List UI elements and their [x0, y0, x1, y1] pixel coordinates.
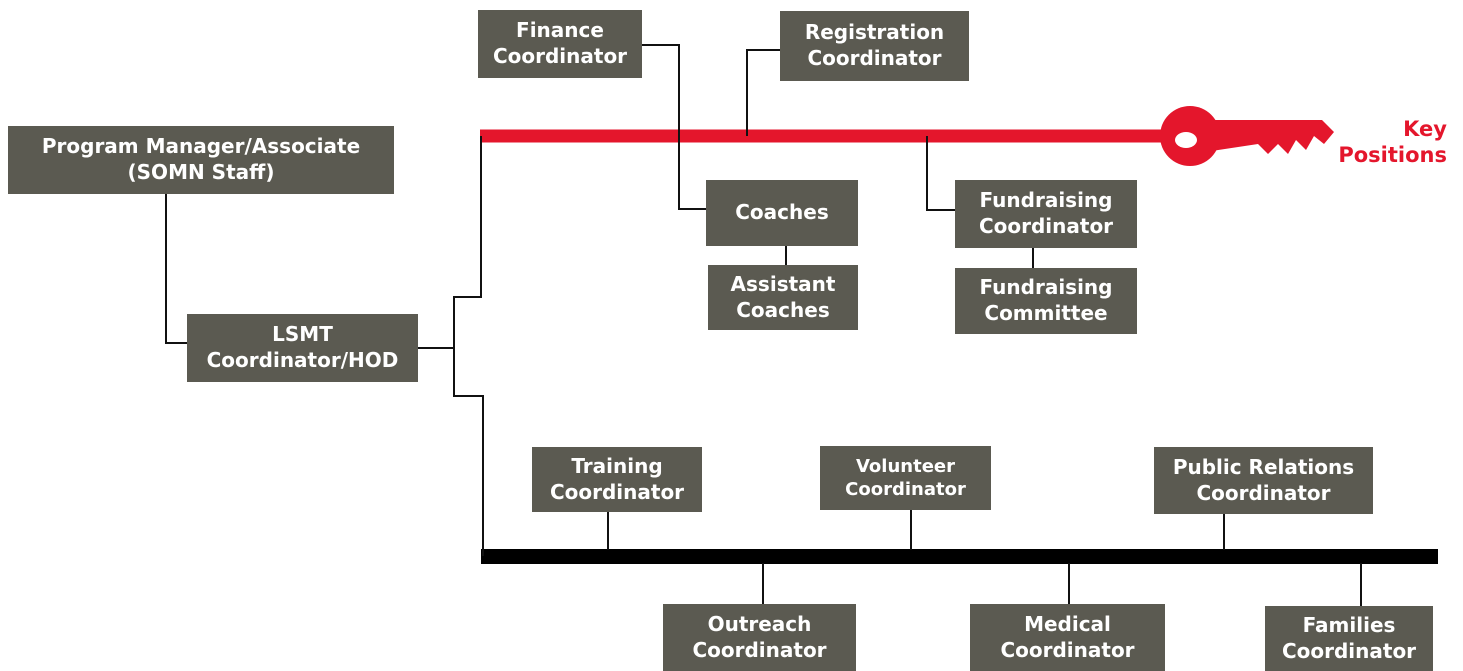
volunteer-line1: Volunteer: [855, 455, 955, 477]
registration-coordinator-box: Registration Coordinator: [780, 11, 969, 81]
fundraising-committee-line1: Fundraising: [979, 275, 1113, 300]
connector-coaches: [678, 136, 706, 210]
connector-lsmt-key-line: [453, 136, 482, 348]
key-label-line1: Key: [1403, 117, 1447, 141]
registration-line2: Coordinator: [807, 46, 942, 70]
connector-program-manager-lsmt: [165, 193, 187, 344]
outreach-line1: Outreach: [707, 611, 812, 636]
connector-lsmt-team-bar: [453, 348, 484, 556]
lsmt-line1: LSMT: [272, 322, 333, 347]
team-bar: [481, 549, 1438, 564]
connector-finance: [642, 44, 680, 136]
registration-line1: Registration: [804, 20, 945, 45]
fundraising-coordinator-line2: Coordinator: [978, 214, 1114, 238]
fundraising-coordinator-line1: Fundraising: [979, 188, 1113, 213]
program-manager-line2: (SOMN Staff): [127, 160, 275, 184]
connector-fundraising: [926, 136, 955, 211]
key-positions-label: Key Positions: [1330, 116, 1447, 169]
fundraising-committee-box: Fundraising Committee: [955, 268, 1137, 334]
medical-line1: Medical: [1024, 611, 1111, 636]
outreach-line2: Coordinator: [692, 637, 827, 662]
connector-registration: [746, 49, 780, 136]
coaches-box: Coaches: [706, 180, 858, 246]
fundraising-committee-line2: Committee: [984, 301, 1108, 325]
coaches-line1: Coaches: [735, 200, 829, 225]
lsmt-line2: Coordinator/HOD: [206, 348, 399, 372]
families-coordinator-box: Families Coordinator: [1265, 606, 1433, 671]
medical-coordinator-box: Medical Coordinator: [970, 604, 1165, 671]
volunteer-line2: Coordinator: [845, 479, 966, 500]
lsmt-coordinator-box: LSMT Coordinator/HOD: [187, 314, 418, 382]
medical-line2: Coordinator: [1000, 637, 1135, 662]
volunteer-coordinator-box: Volunteer Coordinator: [820, 446, 991, 510]
families-line1: Families: [1302, 612, 1396, 637]
public-relations-coordinator-box: Public Relations Coordinator: [1154, 447, 1373, 514]
program-manager-box: Program Manager/Associate (SOMN Staff): [8, 126, 394, 194]
key-label-line2: Positions: [1338, 143, 1447, 168]
families-line2: Coordinator: [1281, 638, 1417, 663]
outreach-coordinator-box: Outreach Coordinator: [663, 604, 856, 671]
finance-line2: Coordinator: [492, 44, 628, 68]
public-relations-line2: Coordinator: [1196, 480, 1331, 505]
assistant-coaches-line2: Coaches: [736, 297, 830, 322]
public-relations-line1: Public Relations: [1172, 454, 1355, 479]
finance-coordinator-box: Finance Coordinator: [478, 10, 642, 78]
training-coordinator-box: Training Coordinator: [532, 447, 702, 512]
key-icon: [1160, 106, 1334, 166]
assistant-coaches-line1: Assistant: [730, 271, 836, 296]
fundraising-coordinator-box: Fundraising Coordinator: [955, 180, 1137, 248]
training-line2: Coordinator: [549, 479, 685, 504]
program-manager-line1: Program Manager/Associate: [41, 134, 361, 159]
finance-line1: Finance: [516, 18, 604, 43]
training-line1: Training: [571, 453, 663, 478]
assistant-coaches-box: Assistant Coaches: [708, 265, 858, 330]
